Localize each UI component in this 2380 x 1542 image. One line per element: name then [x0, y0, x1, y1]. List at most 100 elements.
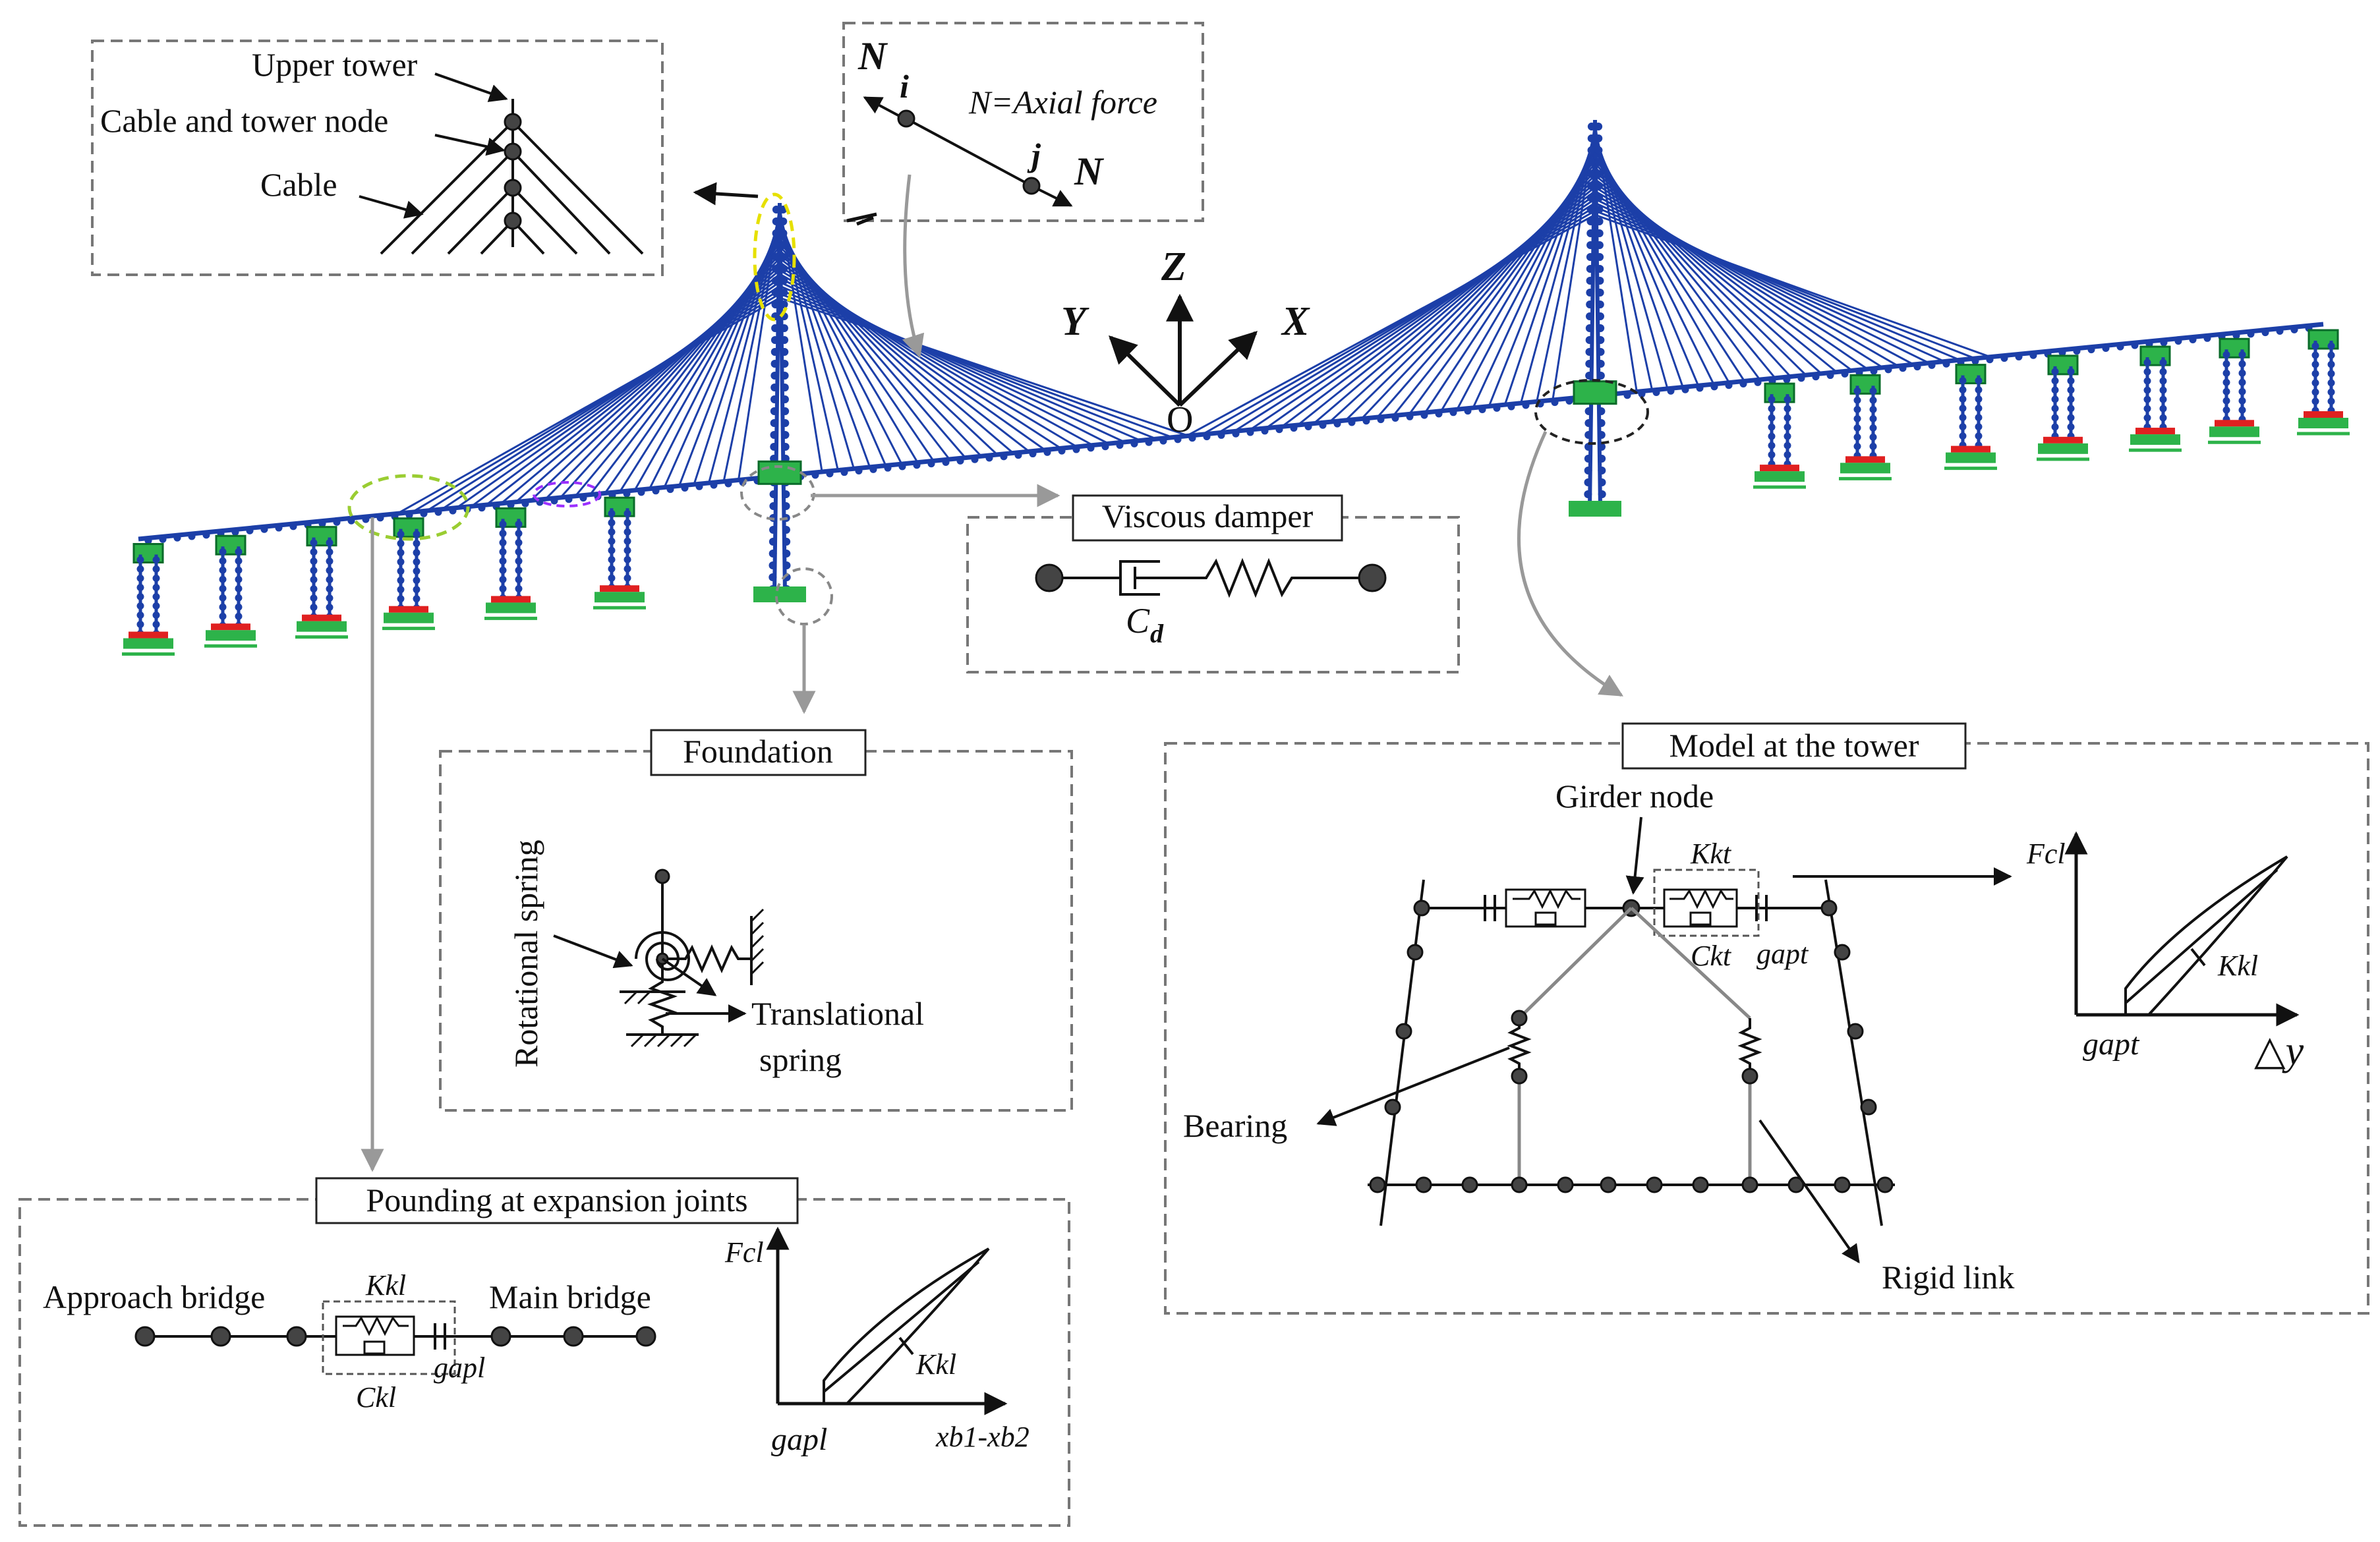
tower-node	[1586, 300, 1594, 308]
girder-node	[1101, 443, 1109, 451]
fcl-tower-label: Fcl	[2026, 838, 2066, 870]
pier-node	[1853, 414, 1861, 422]
tower-node	[1598, 478, 1606, 486]
girder-node	[1870, 367, 1878, 375]
pier-node	[413, 595, 421, 603]
tower-node	[1584, 455, 1592, 463]
pier-node	[499, 575, 507, 583]
girder-node	[507, 501, 515, 509]
tower-node	[1586, 253, 1594, 261]
kkl-exp-label: Kkl	[915, 1348, 956, 1381]
pier-node	[624, 528, 631, 536]
girder-node	[1522, 401, 1530, 409]
girder-node	[1217, 431, 1225, 439]
tower-node	[782, 538, 791, 546]
girder-node	[1014, 451, 1022, 459]
girder-node	[1623, 391, 1631, 399]
upper-tower-detail-box: Upper tower Cable and tower node Cable	[91, 40, 664, 276]
pier-node	[1784, 432, 1791, 440]
pier-node	[1975, 405, 1983, 413]
upper-tower-pointer	[693, 182, 759, 206]
pier-node	[2238, 387, 2246, 395]
girder-node	[956, 457, 964, 465]
pier-footing	[206, 630, 256, 641]
tower-foundation	[1569, 501, 1621, 517]
node-i-label: i	[900, 68, 909, 105]
pier-node	[235, 612, 243, 620]
pier-node	[2143, 405, 2151, 413]
pounding-title: Pounding at expansion joints	[366, 1182, 747, 1218]
girder-node	[565, 496, 573, 503]
girder-node	[1667, 387, 1675, 395]
girder-node	[840, 469, 848, 476]
girder-node	[1710, 383, 1718, 391]
approach-pier	[2208, 337, 2261, 444]
girder-node	[1072, 445, 1080, 453]
tower-node	[771, 277, 780, 285]
rigid-link-label: Rigid link	[1882, 1259, 2014, 1296]
stay-cable	[1313, 182, 1596, 424]
girder-node	[1899, 364, 1907, 372]
stay-cable	[1186, 214, 1596, 437]
ckl-label: Ckl	[356, 1381, 396, 1414]
tower-node	[771, 289, 780, 297]
girder-node	[1116, 442, 1124, 449]
girder-node	[1942, 360, 1950, 368]
pier-node	[326, 585, 334, 593]
tower-node	[1597, 407, 1606, 415]
girder-node	[1986, 356, 1994, 364]
tower-node	[780, 300, 788, 308]
girder-node	[652, 487, 660, 495]
translational-spring-label-2: spring	[759, 1041, 842, 1078]
girder-node	[1261, 427, 1269, 435]
girder-node	[1159, 437, 1167, 445]
tower-node	[782, 490, 790, 498]
tower-node	[1596, 289, 1604, 297]
pier-footing	[2209, 426, 2259, 438]
pier-node	[136, 575, 144, 583]
kkt-label: Kkt	[1690, 838, 1732, 870]
cable-label: Cable	[260, 166, 337, 203]
axis-z-label: Z	[1161, 244, 1186, 289]
stay-cable	[397, 297, 780, 515]
pier-node	[219, 585, 227, 592]
pier-node	[1768, 451, 1776, 459]
pier-node	[2051, 377, 2059, 385]
tower-node	[780, 289, 788, 297]
stay-cable	[441, 285, 780, 510]
girder-node	[1246, 428, 1254, 436]
pier-node	[152, 621, 160, 629]
pier-node	[1869, 396, 1877, 404]
girder-node-label: Girder node	[1555, 778, 1714, 814]
gapt-label: gapt	[1756, 938, 1809, 970]
axis-y-label: Y	[1061, 299, 1089, 344]
pier-node	[235, 566, 243, 574]
girder-node	[623, 490, 631, 498]
girder-node	[1304, 422, 1312, 430]
pier-node	[2143, 368, 2151, 376]
tower-node	[782, 550, 791, 557]
stay-cable	[486, 273, 780, 506]
delta-y-label: △y	[2254, 1029, 2304, 1073]
pier-node	[1853, 442, 1861, 450]
girder-node	[289, 523, 297, 530]
girder-node	[2131, 341, 2139, 349]
pier-node	[413, 558, 421, 566]
pier-leg-node	[1820, 900, 1838, 917]
girder-node	[1000, 453, 1008, 461]
girder-node	[1725, 382, 1733, 389]
tower-node	[772, 217, 780, 225]
pier-node	[608, 556, 616, 563]
tower-node	[1587, 146, 1596, 154]
pier-node	[397, 558, 405, 566]
pier-node	[2311, 388, 2319, 396]
pier-node	[2327, 342, 2335, 350]
upper-tower-label: Upper tower	[252, 46, 418, 83]
pier-node	[2159, 395, 2167, 403]
pier-node	[1869, 414, 1877, 422]
pier-node	[515, 538, 523, 546]
approach-pier	[204, 534, 257, 648]
girder-node	[405, 511, 413, 519]
pier-node	[499, 566, 507, 574]
girder-node	[1275, 426, 1283, 434]
